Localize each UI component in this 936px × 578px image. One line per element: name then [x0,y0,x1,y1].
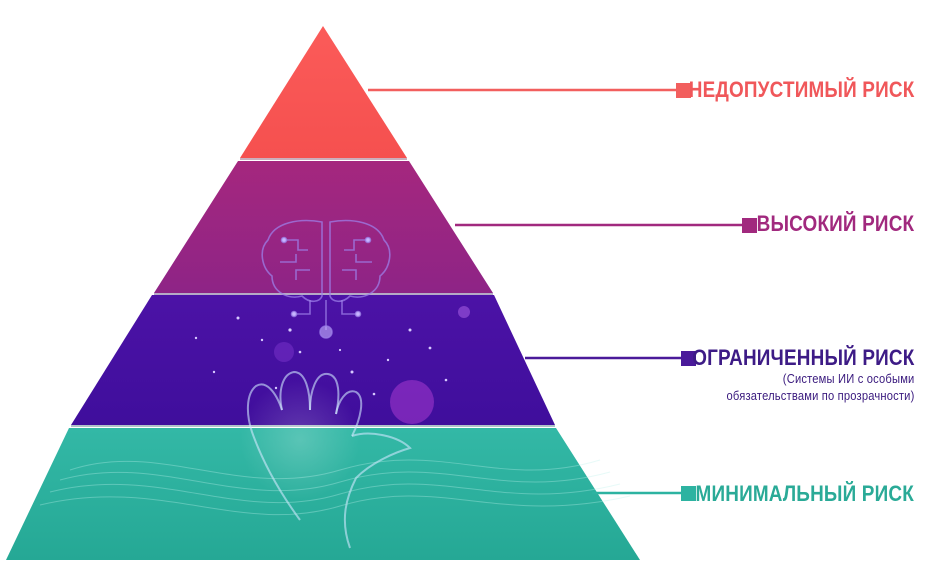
marker-limited [681,351,696,366]
label-high-risk: ВЫСОКИЙ РИСК [756,212,914,236]
layer-high [154,161,493,293]
layer-unacceptable [240,26,407,158]
label-high-title: ВЫСОКИЙ РИСК [756,211,914,236]
brain-icon [261,219,391,339]
label-limited-risk: ОГРАНИЧЕННЫЙ РИСК (Системы ИИ с особыми … [692,346,914,404]
marker-minimal [681,486,696,501]
label-limited-title: ОГРАНИЧЕННЫЙ РИСК [691,345,914,370]
label-unacceptable-risk: НЕДОПУСТИМЫЙ РИСК [688,78,914,102]
label-limited-subtitle-line1: (Системы ИИ с особыми [782,371,914,386]
marker-high [742,218,757,233]
label-minimal-risk: МИНИМАЛЬНЫЙ РИСК [696,482,914,506]
marker-unacceptable [676,83,691,98]
label-limited-subtitle-line2: обязательствами по прозрачности) [726,388,914,403]
connectors [368,83,757,501]
label-minimal-title: МИНИМАЛЬНЫЙ РИСК [695,481,914,506]
layer-limited [71,295,555,425]
label-unacceptable-title: НЕДОПУСТИМЫЙ РИСК [688,77,914,102]
